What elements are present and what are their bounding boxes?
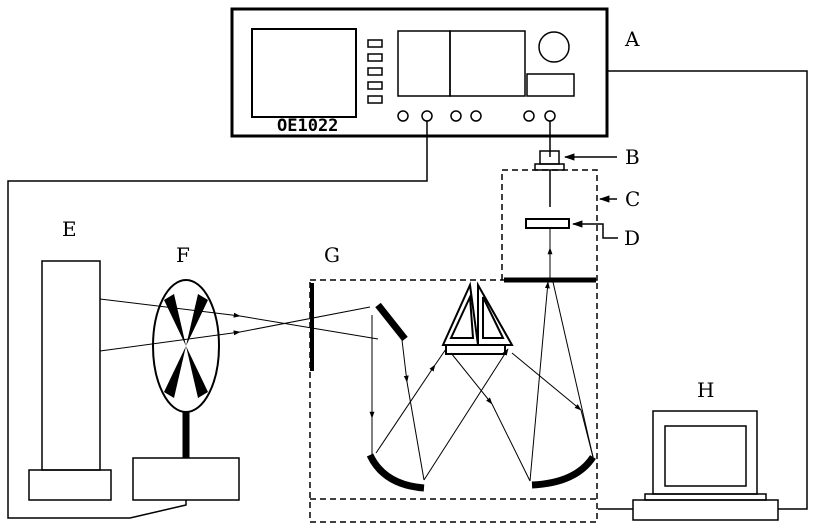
chopper-controller: [132, 457, 240, 501]
label-f: F: [176, 243, 190, 267]
detector-head: [534, 150, 565, 207]
filter: [525, 218, 570, 229]
optical-chopper: [132, 279, 240, 501]
prism: [441, 281, 514, 355]
instrument-model-text: OE1022: [277, 116, 338, 136]
instrument-screen: [251, 28, 357, 118]
label-d: D: [624, 226, 640, 250]
label-e: E: [62, 217, 77, 241]
concave-mirror-right: [531, 454, 596, 489]
instrument-sub-display: [526, 73, 575, 97]
label-a: A: [624, 27, 640, 51]
label-h: H: [697, 378, 714, 402]
instrument-knob: [538, 31, 570, 63]
light-rays: [99, 228, 594, 482]
label-pointers: [563, 153, 618, 239]
concave-mirror-left: [366, 453, 425, 492]
monochromator: [309, 279, 598, 523]
label-g: G: [324, 243, 340, 267]
instrument-connectors: [397, 110, 556, 122]
label-c: C: [625, 187, 640, 211]
label-b: B: [625, 145, 640, 169]
wiring: [7, 70, 808, 519]
flat-mirror: [375, 302, 408, 342]
instrument-key-column: [367, 39, 383, 104]
display-panel-right: [449, 30, 526, 97]
lock-in-amplifier: OE1022: [230, 7, 609, 138]
display-panel-left: [397, 30, 451, 97]
computer: [632, 410, 779, 521]
light-source: [28, 260, 112, 501]
